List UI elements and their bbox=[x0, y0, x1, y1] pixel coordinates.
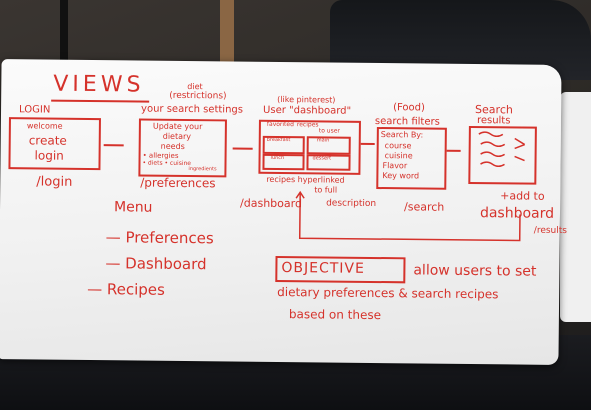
menu-item-dashboard: — Dashboard bbox=[105, 254, 207, 274]
results-list-scribbles bbox=[295, 131, 526, 242]
objective-line-3: based on these bbox=[288, 307, 382, 323]
menu-item-recipes: — Recipes bbox=[87, 279, 166, 299]
chair-leg bbox=[60, 0, 68, 60]
results-route: /results bbox=[533, 225, 568, 237]
menu-title: Menu bbox=[113, 199, 153, 216]
table-leg bbox=[220, 0, 234, 70]
results-note-2: dashboard bbox=[479, 205, 555, 222]
objective-line-2: dietary preferences & search recipes bbox=[277, 284, 499, 302]
objective-line-1: allow users to set bbox=[413, 262, 537, 280]
whiteboard: VIEWS LOGIN welcome create login /login … bbox=[0, 59, 567, 365]
menu-item-preferences: — Preferences bbox=[105, 228, 214, 248]
results-note: +add to bbox=[500, 189, 545, 203]
second-whiteboard bbox=[560, 92, 591, 322]
objective-label: OBJECTIVE bbox=[281, 260, 365, 277]
